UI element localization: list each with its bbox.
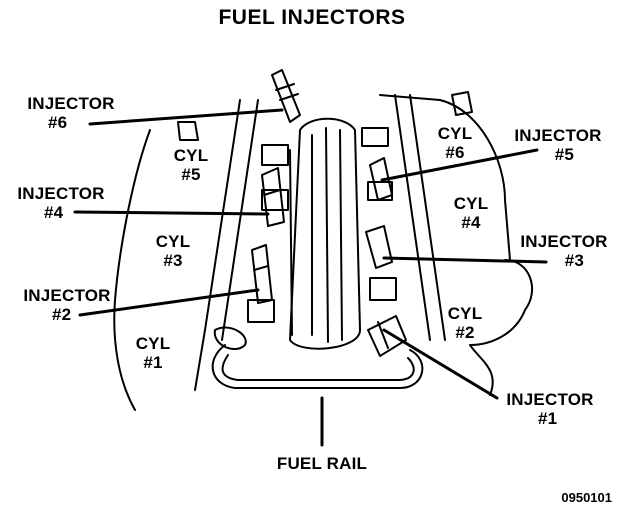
label-injector-4-line2: #4 [44,203,64,222]
label-injector-2-line2: #2 [52,305,72,324]
fuel-rail-tube [211,344,424,389]
figure-code: 0950101 [561,490,612,505]
label-injector-2-line1: INJECTOR [23,286,111,305]
label-fuel-rail: FUEL RAIL [276,454,368,473]
label-cyl-2: CYL #2 [440,304,490,342]
label-injector-4: INJECTOR #4 [6,184,116,222]
leader-injector-3 [382,256,548,264]
label-injector-6-line1: INJECTOR [27,94,115,113]
injector-2-body [251,244,273,304]
label-cyl-2-line1: CYL [447,304,483,323]
leader-injector-4 [73,210,270,216]
leader-injector-5 [380,148,539,182]
label-injector-5-line2: #5 [554,145,574,164]
right-head-outline [379,94,511,261]
label-injector-5-line1: INJECTOR [514,126,602,145]
label-cyl-1: CYL #1 [128,334,178,372]
label-injector-5: INJECTOR #5 [506,126,610,164]
label-cyl-5-line1: CYL [173,146,209,165]
label-injector-2: INJECTOR #2 [12,286,122,324]
label-cyl-3: CYL #3 [148,232,198,270]
label-cyl-6-line1: CYL [437,124,473,143]
left-head-inner [194,99,241,391]
label-cyl-6: CYL #6 [430,124,480,162]
label-cyl-5-line2: #5 [181,165,201,184]
intake-plenum [289,117,361,350]
label-injector-3: INJECTOR #3 [512,232,616,270]
label-injector-3-line1: INJECTOR [520,232,608,251]
injector-3-body [365,225,393,269]
diagram-title: FUEL INJECTORS [218,6,406,29]
label-cyl-3-line2: #3 [163,251,183,270]
label-cyl-4: CYL #4 [446,194,496,232]
label-injector-4-line1: INJECTOR [17,184,105,203]
label-injector-6-line2: #6 [48,113,68,132]
label-injector-1: INJECTOR #1 [498,390,602,428]
injector-1-body [367,315,407,357]
leader-injector-2 [78,288,260,317]
injector-4-body [261,167,285,227]
injector-5-body [369,157,393,201]
label-cyl-5: CYL #5 [166,146,216,184]
label-cyl-6-line2: #6 [445,143,465,162]
leader-injector-1 [382,328,499,400]
label-cyl-4-line2: #4 [461,213,481,232]
left-head-outline [113,129,151,411]
label-injector-3-line2: #3 [564,251,584,270]
label-cyl-3-line1: CYL [155,232,191,251]
injector-6-body [271,69,301,123]
label-injector-1-line1: INJECTOR [506,390,594,409]
label-injector-1-line2: #1 [538,409,558,428]
label-cyl-1-line2: #1 [143,353,163,372]
label-cyl-2-line2: #2 [455,323,475,342]
label-cyl-4-line1: CYL [453,194,489,213]
label-cyl-1-line1: CYL [135,334,171,353]
label-injector-6: INJECTOR #6 [16,94,126,132]
leader-injector-6 [88,108,284,126]
